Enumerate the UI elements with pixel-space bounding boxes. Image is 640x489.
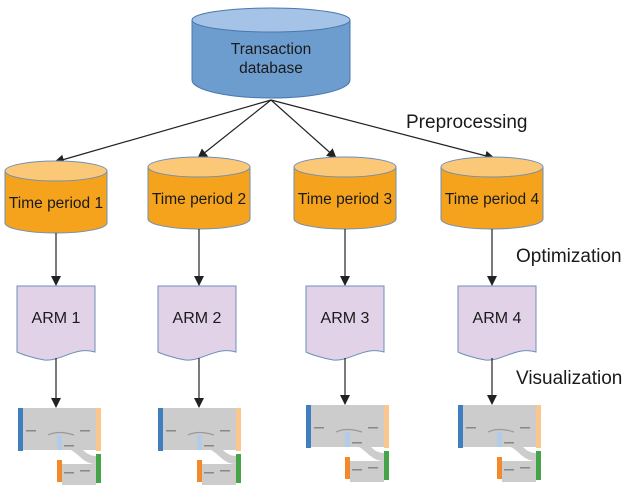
sankey-link: [350, 461, 384, 482]
stage-label-optimization: Optimization: [516, 246, 622, 267]
time-period-label: Time period 2: [152, 191, 246, 208]
sankey-link: [502, 461, 536, 482]
preprocessing-arrow-4: [270, 99, 495, 161]
sankey-link: [311, 405, 384, 447]
period-column-2: Time period 2 ARM 2: [147, 156, 251, 485]
sankey-link-shadow: [187, 431, 215, 436]
time-period-cylinder-top: [293, 156, 397, 178]
sankey-node-label-mark: [80, 430, 90, 432]
sankey-node-label-mark: [64, 472, 74, 474]
sankey-node: [18, 408, 23, 451]
database-label-line1: Transaction: [231, 41, 311, 58]
sankey-link: [60, 435, 96, 464]
time-period-cylinder-top: [440, 156, 544, 178]
sankey-node: [57, 435, 62, 450]
sankey-node-label-mark: [520, 427, 530, 429]
sankey-node: [197, 435, 202, 450]
preprocessing-arrow-1: [54, 99, 272, 165]
database-cylinder-body: [191, 19, 351, 99]
time-period-label: Time period 3: [298, 191, 392, 208]
sankey-node: [57, 460, 62, 482]
sankey-link: [23, 408, 96, 450]
sankey-node-label-mark: [520, 467, 530, 469]
period-column-3: Time period 3 ARM 3: [293, 156, 397, 482]
arm-label: ARM 4: [473, 310, 522, 327]
time-period-cylinder-body: [440, 166, 544, 230]
sankey-node: [536, 405, 541, 448]
arm-document-shape: [305, 285, 385, 361]
sankey-thumbnail: [18, 408, 101, 485]
arm-document-shape: [16, 285, 96, 361]
sankey-node: [197, 460, 202, 482]
sankey-node: [458, 405, 463, 448]
time-period-cylinder-top: [147, 156, 251, 178]
sankey-node: [158, 408, 163, 451]
sankey-node-label-mark: [26, 430, 36, 432]
sankey-node: [345, 457, 350, 479]
stage-label-preprocessing: Preprocessing: [406, 112, 527, 133]
sankey-link: [200, 435, 236, 464]
sankey-node-label-mark: [166, 430, 176, 432]
sankey-link: [202, 464, 236, 485]
sankey-thumbnail: [306, 405, 389, 482]
sankey-node-label-mark: [314, 427, 324, 429]
sankey-node-label-mark: [220, 470, 230, 472]
sankey-node-label-mark: [466, 427, 476, 429]
arm-label: ARM 2: [173, 310, 222, 327]
transaction-database-node: Transaction database: [191, 7, 351, 99]
sankey-node: [384, 451, 389, 480]
sankey-node: [236, 408, 241, 451]
sankey-node-label-mark: [368, 467, 378, 469]
sankey-node: [96, 454, 101, 483]
sankey-node-label-mark: [368, 427, 378, 429]
sankey-node-label-mark: [80, 470, 90, 472]
sankey-node: [236, 454, 241, 483]
stage-label-visualization: Visualization: [516, 368, 622, 389]
time-period-cylinder-body: [4, 170, 108, 234]
sankey-thumbnail: [458, 405, 541, 482]
sankey-link-shadow: [335, 428, 363, 433]
sankey-node: [536, 451, 541, 480]
sankey-node-label-mark: [352, 469, 362, 471]
sankey-node-label-mark: [352, 442, 362, 444]
arm-document-shape: [457, 285, 537, 361]
time-period-label: Time period 1: [9, 195, 103, 212]
time-period-cylinder-body: [293, 166, 397, 230]
sankey-node-label-mark: [504, 469, 514, 471]
sankey-node: [306, 405, 311, 448]
sankey-link-shadow: [487, 428, 515, 433]
arm-label: ARM 3: [321, 310, 370, 327]
preprocessing-arrow-2: [197, 99, 272, 159]
sankey-link: [163, 408, 236, 450]
arm-document-shape: [157, 285, 237, 361]
sankey-node-label-mark: [204, 472, 214, 474]
sankey-node: [96, 408, 101, 451]
sankey-thumbnail: [158, 408, 241, 485]
time-period-cylinder-body: [147, 166, 251, 230]
arm-label: ARM 1: [32, 310, 81, 327]
sankey-node: [384, 405, 389, 448]
sankey-node: [497, 432, 502, 447]
sankey-link: [500, 432, 536, 461]
time-period-cylinder-top: [4, 160, 108, 182]
database-label-line2: database: [239, 60, 303, 77]
sankey-link: [348, 432, 384, 461]
sankey-node-label-mark: [64, 445, 74, 447]
database-cylinder-top: [191, 7, 351, 33]
sankey-node-label-mark: [204, 445, 214, 447]
sankey-node: [497, 457, 502, 479]
sankey-link: [62, 464, 96, 485]
sankey-link-shadow: [47, 431, 75, 436]
sankey-node-label-mark: [220, 430, 230, 432]
preprocessing-arrow-3: [270, 99, 337, 159]
sankey-node-label-mark: [504, 442, 514, 444]
sankey-node: [345, 432, 350, 447]
sankey-link: [463, 405, 536, 447]
preprocessing-arrows: [54, 99, 495, 165]
period-column-4: Time period 4 ARM 4: [440, 156, 544, 482]
period-column-1: Time period 1 ARM 1: [4, 160, 108, 485]
time-period-label: Time period 4: [445, 191, 540, 208]
